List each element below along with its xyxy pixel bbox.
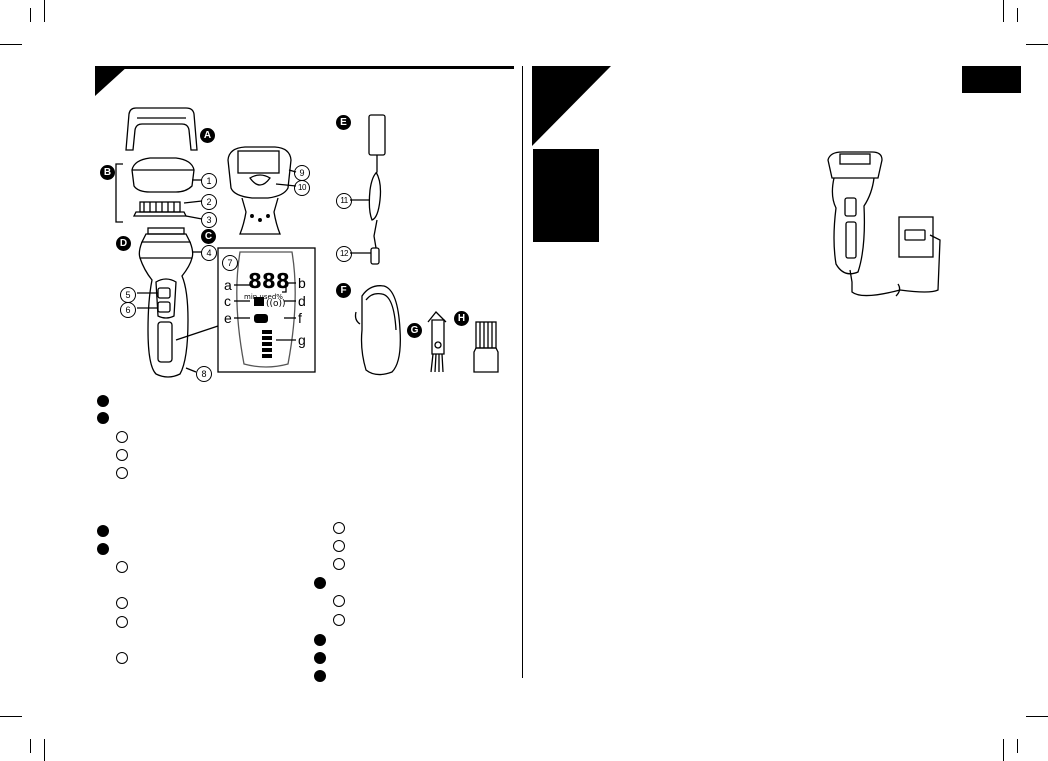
part-number-11: 11 [336, 193, 352, 209]
outer-foil-cover-icon [125, 107, 198, 151]
ac-adaptor-icon [368, 114, 386, 265]
display-callout-c: c [224, 293, 231, 309]
shaver-icon [138, 227, 194, 378]
part-number-9: 9 [294, 165, 310, 181]
crop-mark-bl-v2 [30, 739, 31, 753]
list-marker-6 [116, 616, 128, 628]
outer-foil-frame-icon [131, 157, 195, 193]
svg-text:((o)): ((o)) [266, 299, 286, 309]
display-callout-f: f [298, 310, 302, 326]
list-marker-D [97, 543, 109, 555]
crop-mark-tl-h [0, 44, 22, 45]
list-marker-H [314, 670, 326, 682]
list-marker-10 [333, 558, 345, 570]
side-index-tab [533, 149, 599, 242]
crop-mark-br-v2 [1017, 739, 1018, 753]
list-marker-C [97, 525, 109, 537]
list-marker-2 [116, 449, 128, 461]
list-marker-G [314, 652, 326, 664]
display-callout-a: a [224, 277, 232, 293]
oil-bottle-icon [473, 321, 499, 373]
list-marker-8 [333, 522, 345, 534]
part-letter-C: C [201, 229, 216, 244]
part-number-12: 12 [336, 246, 352, 262]
part-letter-E: E [336, 115, 351, 130]
svg-text:min.used%: min.used% [244, 293, 283, 301]
display-callout-d: d [298, 293, 306, 309]
list-marker-E [314, 577, 326, 589]
part-number-2: 2 [201, 194, 217, 210]
display-callout-b: b [298, 275, 306, 291]
list-marker-A [97, 395, 109, 407]
list-marker-1 [116, 431, 128, 443]
list-marker-F [314, 634, 326, 646]
list-marker-12 [333, 614, 345, 626]
svg-text:888: 888 [248, 269, 290, 293]
crop-mark-br-h [1026, 716, 1048, 717]
pouch-icon [354, 285, 401, 376]
part-letter-A: A [200, 128, 215, 143]
crop-mark-tr-h [1026, 44, 1048, 45]
part-letter-F: F [336, 283, 351, 298]
part-number-5: 5 [120, 287, 136, 303]
language-tab [962, 66, 1021, 93]
list-marker-5 [116, 597, 128, 609]
part-number-3: 3 [201, 212, 217, 228]
crop-mark-bl-h [0, 716, 22, 717]
inner-blade-icon [132, 201, 188, 217]
list-marker-7 [116, 652, 128, 664]
display-callout-g: g [298, 332, 306, 348]
section-header-rule [95, 66, 514, 69]
part-number-7: 7 [222, 255, 238, 271]
list-marker-B [97, 412, 109, 424]
crop-mark-tr-v [1003, 0, 1004, 22]
display-callout-e: e [224, 310, 232, 326]
list-marker-9 [333, 540, 345, 552]
list-marker-4 [116, 561, 128, 573]
part-number-1: 1 [201, 173, 217, 189]
crop-mark-tl-v [44, 0, 45, 22]
list-marker-11 [333, 595, 345, 607]
crop-mark-tr-v2 [1017, 8, 1018, 22]
cleaning-brush-icon [427, 311, 447, 373]
crop-mark-br-v [1003, 739, 1004, 761]
part-number-4: 4 [201, 245, 217, 261]
part-number-8: 8 [196, 366, 212, 382]
part-number-6: 6 [120, 302, 136, 318]
part-letter-B: B [100, 165, 115, 180]
part-letter-H: H [454, 311, 469, 326]
list-marker-3 [116, 467, 128, 479]
part-letter-D: D [116, 236, 131, 251]
page-divider [522, 66, 523, 678]
crop-mark-tl-v2 [30, 8, 31, 22]
lcd-digits: 888 min.used% ((o)) [244, 269, 290, 309]
part-letter-G: G [407, 323, 422, 338]
part-number-10: 10 [294, 180, 310, 196]
shaver-charging-illustration [827, 151, 941, 297]
display-panel-frame [217, 247, 316, 373]
crop-mark-bl-v [44, 739, 45, 761]
shaver-head-front-icon [227, 146, 292, 235]
